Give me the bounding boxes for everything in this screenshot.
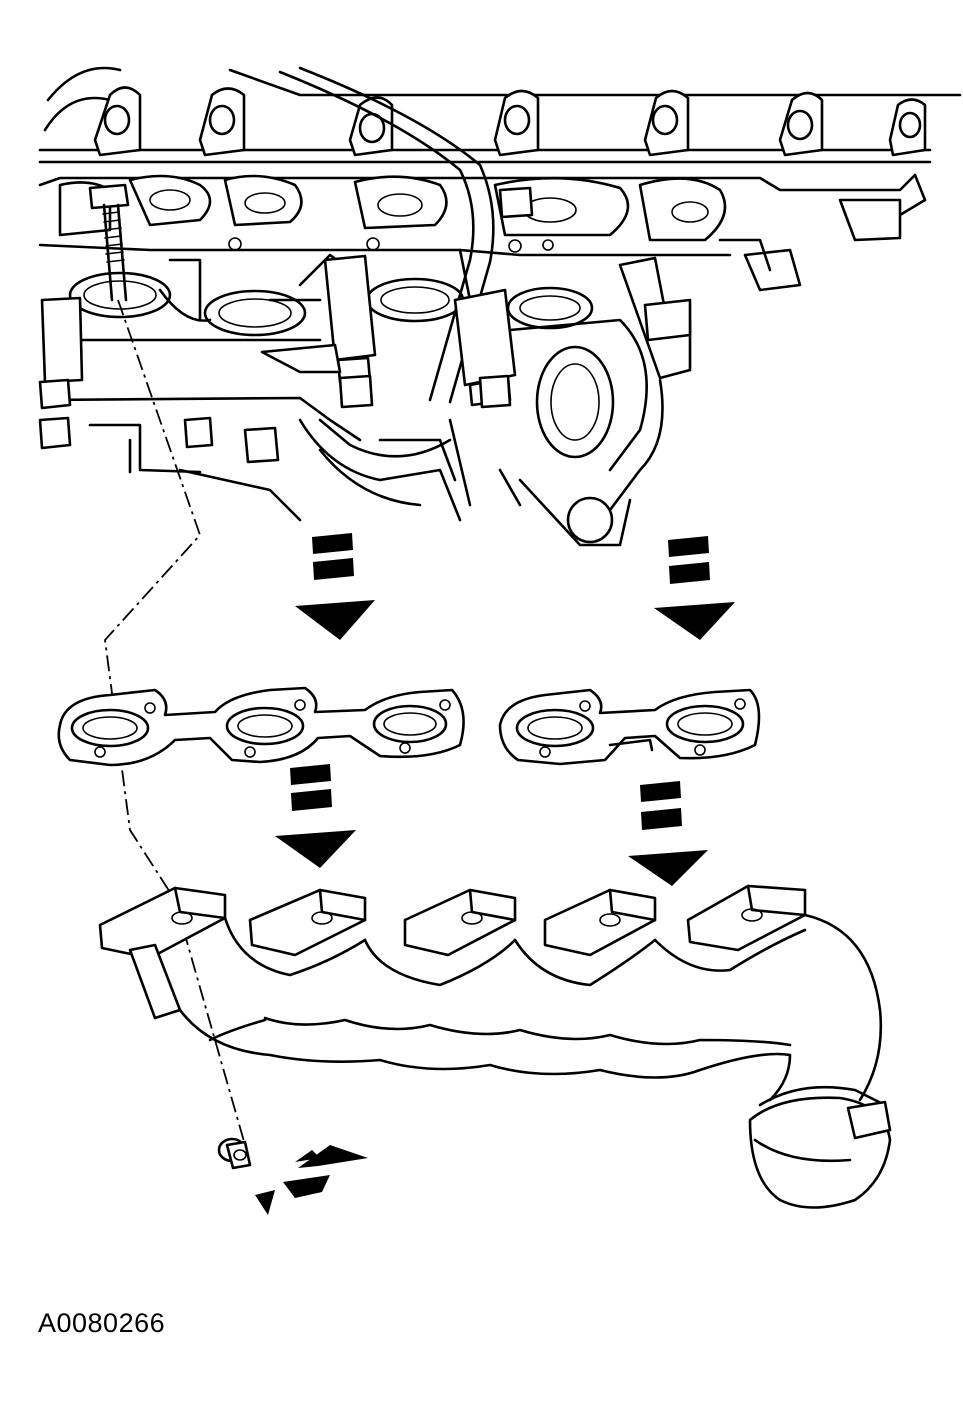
left-gasket-three-port <box>57 686 465 767</box>
stud-centerline <box>104 299 246 1146</box>
install-arrow-right-lower <box>628 781 708 886</box>
install-arrow-right-upper <box>654 536 735 640</box>
install-arrow-nut <box>255 1145 368 1215</box>
install-arrow-left-upper <box>295 533 375 640</box>
head-bolts <box>38 186 534 464</box>
exhaust-manifold <box>98 884 892 1209</box>
install-arrow-left-lower <box>275 764 356 868</box>
manifold-stud <box>88 183 130 302</box>
coil-boots <box>93 86 927 157</box>
figure-id-label: A0080266 <box>38 1308 166 1338</box>
manifold-nut <box>217 1137 252 1170</box>
cylinder-head <box>38 66 962 547</box>
right-gasket-two-port <box>498 688 761 766</box>
